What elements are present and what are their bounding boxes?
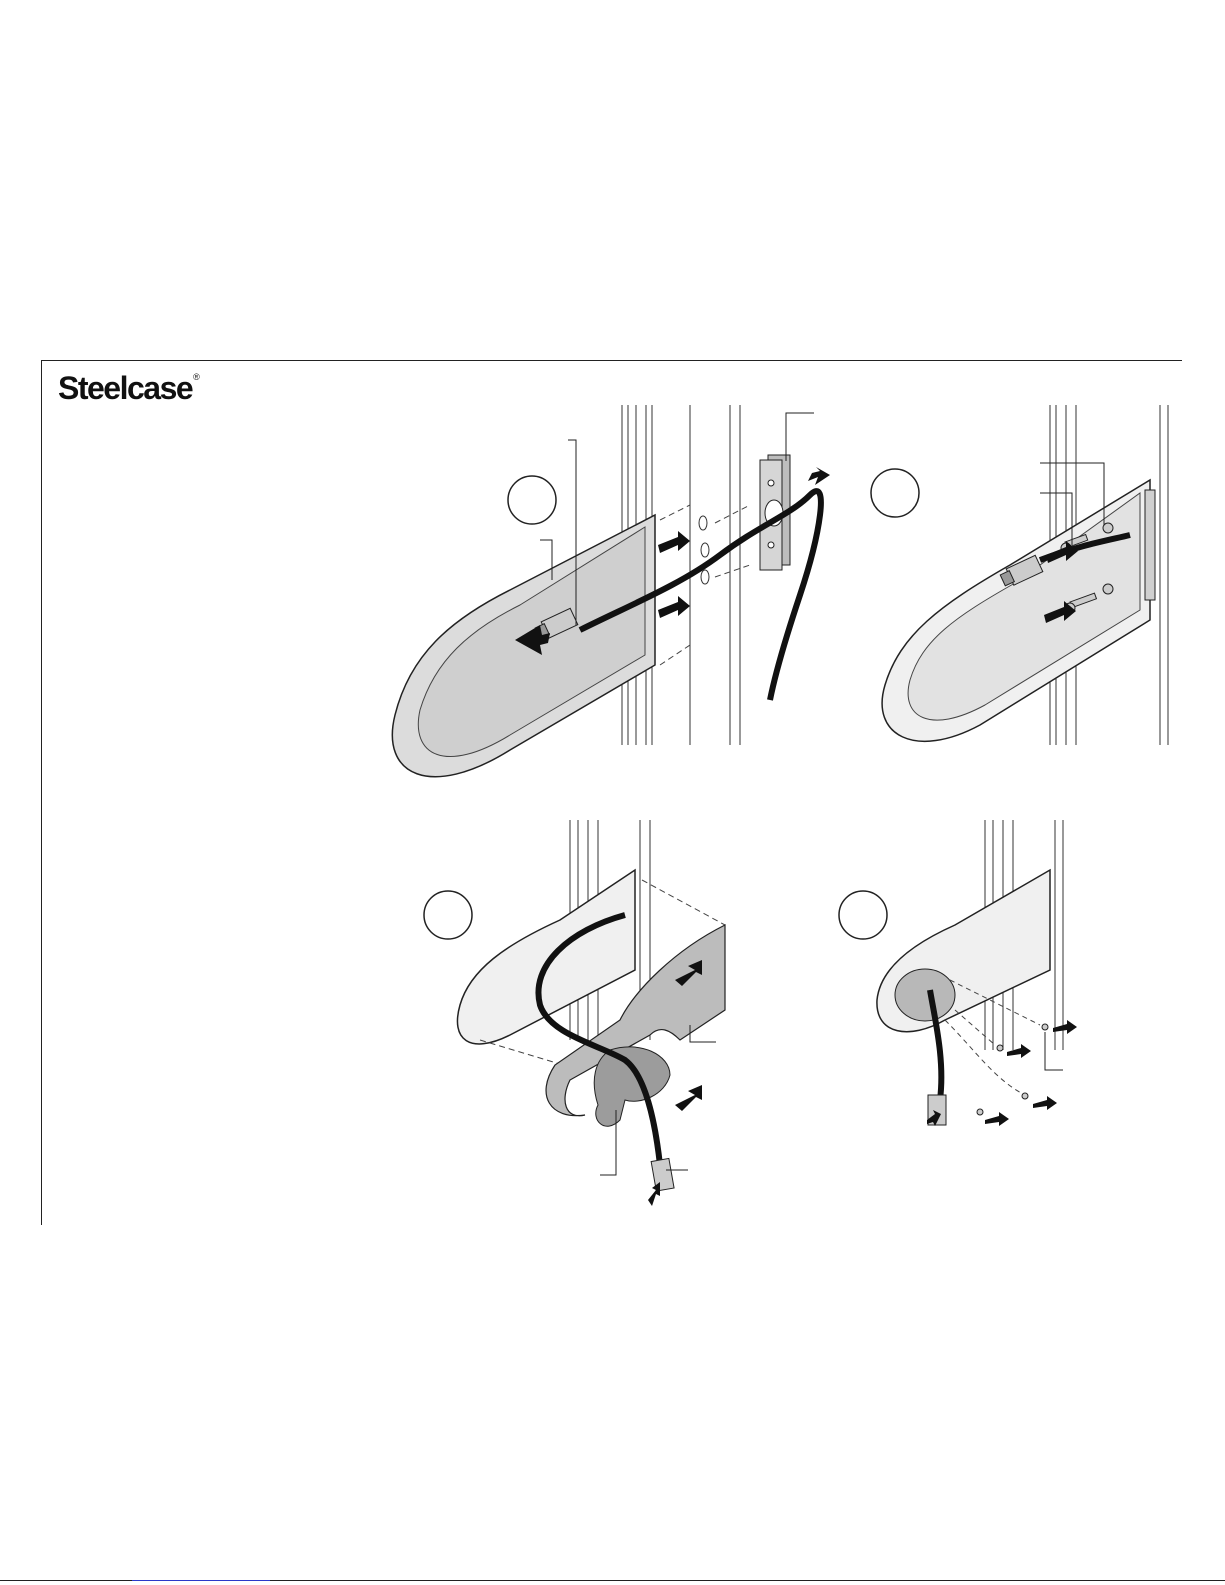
step-3-badge xyxy=(424,891,472,939)
registered-mark: ® xyxy=(193,372,200,382)
step-4-illustration xyxy=(835,820,1090,1140)
callout-leaders xyxy=(1045,1032,1063,1070)
step-1-illustration xyxy=(390,405,840,795)
grommet xyxy=(895,969,955,1021)
step-4-badge xyxy=(839,891,887,939)
frame-left-border xyxy=(41,360,42,1225)
step-1-badge xyxy=(508,476,556,524)
grommet xyxy=(594,1047,670,1126)
wall-holes xyxy=(699,516,709,584)
step-3-illustration xyxy=(420,820,740,1215)
frame-top-border xyxy=(41,360,1182,361)
footer-link-underline[interactable] xyxy=(132,1580,270,1581)
steelcase-logo: Steelcase® xyxy=(58,370,199,407)
step-2-badge xyxy=(871,469,919,517)
brand-name: Steelcase xyxy=(58,370,192,406)
step-2-illustration xyxy=(860,405,1180,745)
